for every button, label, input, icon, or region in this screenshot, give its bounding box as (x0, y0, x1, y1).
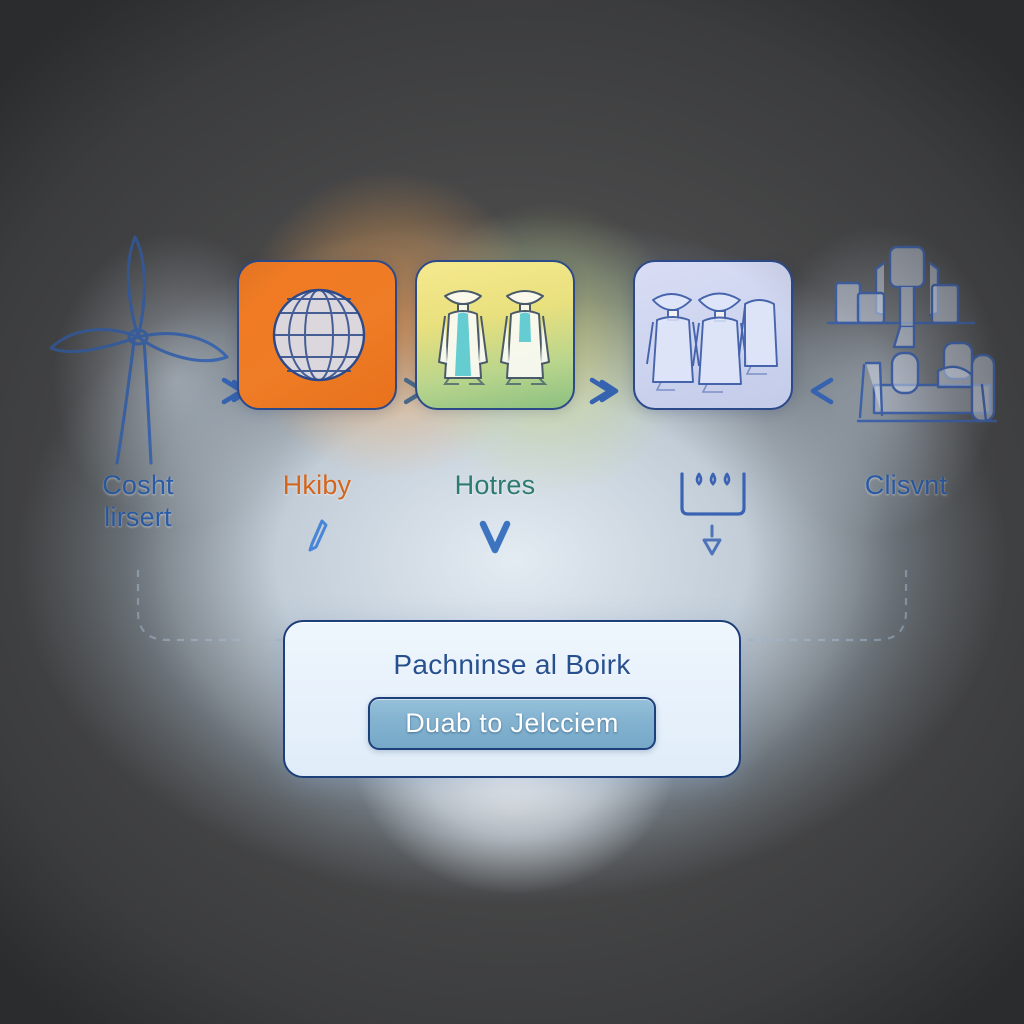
globe-sphere-icon (272, 288, 366, 382)
pen-icon (308, 519, 328, 552)
process-flow-row: Cosht lirsert (0, 200, 1024, 556)
cta-button[interactable]: Duab to Jelcciem (368, 696, 656, 750)
call-to-action-panel: Pachninse al Boirk Duab to Jelcciem (283, 620, 741, 778)
node-3-artwork (400, 200, 590, 470)
node-2-subglyph (222, 510, 412, 562)
wind-turbine-icon (49, 235, 229, 465)
flow-node-4[interactable] (618, 200, 808, 562)
node-4-artwork (618, 200, 808, 470)
node-3-subglyph (400, 510, 590, 562)
flow-node-3[interactable]: Hotres (400, 200, 590, 562)
flow-node-2[interactable]: Hkiby (222, 200, 412, 562)
check-v-icon (479, 520, 511, 554)
flow-node-5[interactable]: Clisvnt (811, 200, 1001, 562)
node-4-subglyph (618, 464, 808, 562)
node-4-card (633, 260, 793, 410)
node-5-subglyph (811, 510, 1001, 562)
group-figures-icon (645, 292, 778, 393)
node-1-artwork (43, 200, 233, 470)
two-figures-icon (438, 290, 550, 385)
basket-icon (680, 472, 746, 556)
node-2-artwork (222, 200, 412, 470)
node-2-label: Hkiby (282, 470, 352, 500)
node-2-card (237, 260, 397, 410)
node-1-subglyph (43, 542, 233, 594)
node-5-artwork (811, 200, 1001, 470)
node-1-label: Cosht lirsert (102, 470, 174, 532)
flow-node-1[interactable]: Cosht lirsert (43, 200, 233, 594)
people-at-desk-icon (826, 245, 997, 423)
node-3-label: Hotres (454, 470, 536, 500)
node-5-label: Clisvnt (864, 470, 948, 500)
panel-title: Pachninse al Boirk (393, 648, 631, 680)
node-3-card (415, 260, 575, 410)
